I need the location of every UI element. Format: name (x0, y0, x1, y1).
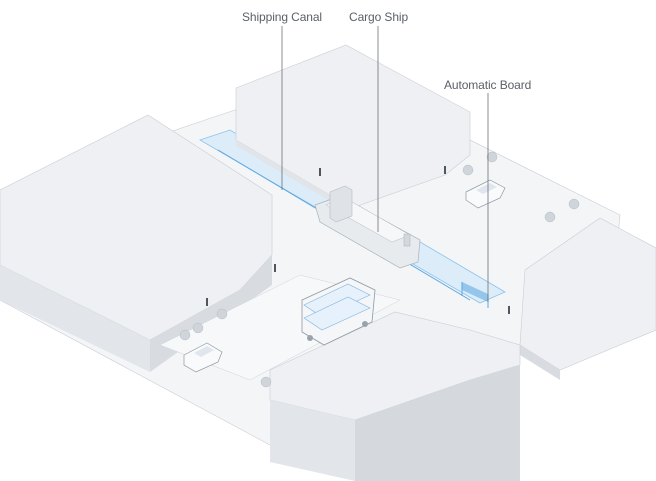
shipping-canal-label: Shipping Canal (242, 10, 322, 24)
back-building-front (236, 140, 352, 214)
automatic-board-label: Automatic Board (444, 78, 532, 92)
right-building-side (520, 345, 560, 380)
back-building-top (235, 44, 471, 209)
cargo-ship-crane (403, 233, 411, 247)
leader-lines (281, 26, 489, 302)
left-building-front (0, 265, 150, 372)
car-right (465, 179, 506, 209)
cargo-ship-bridge (329, 185, 353, 223)
front-building-front (270, 400, 355, 481)
cargo-ship-label: Cargo Ship (349, 10, 409, 24)
trees (179, 151, 580, 388)
front-building-side (355, 365, 520, 481)
double-decker-bus (301, 277, 376, 346)
car-left (183, 342, 223, 373)
pedestrians (206, 166, 510, 314)
